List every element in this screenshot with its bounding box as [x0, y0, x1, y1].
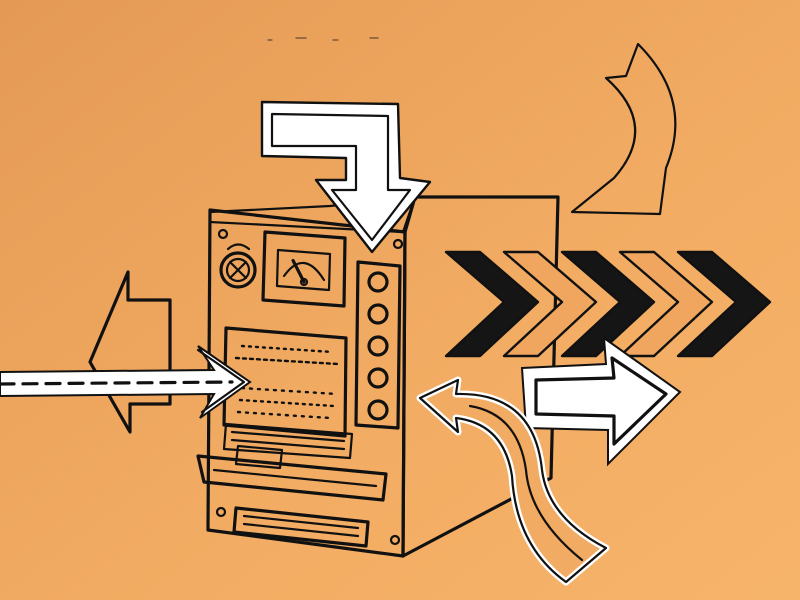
- dashed-arrow-icon: [0, 345, 252, 419]
- screw-icons: [215, 228, 404, 546]
- bottom-slot: [232, 506, 370, 548]
- display-dot-row: [234, 356, 340, 366]
- display-dot-row: [240, 344, 334, 354]
- machine-button-icon: [367, 367, 389, 389]
- bent-arrow-icon: [260, 100, 432, 254]
- machine-button-icon: [367, 303, 389, 325]
- curved-arrow-icon: [570, 42, 677, 216]
- machine-button-icon: [367, 271, 389, 293]
- chevron-icon: [676, 250, 772, 358]
- knob-icon: [219, 243, 257, 289]
- chevron-icon: [618, 250, 714, 358]
- machine-button-icon: [367, 399, 389, 421]
- display-dot-row: [238, 398, 336, 408]
- machine-front-face: [206, 208, 407, 558]
- button-column: [354, 260, 402, 430]
- crosshatch-arrow-icon: [520, 335, 682, 467]
- chevron-icon: [502, 250, 598, 358]
- tray-slot: [196, 422, 388, 502]
- machine-button-icon: [367, 335, 389, 357]
- display-dot-row: [236, 410, 332, 420]
- gauge-icon: [261, 230, 347, 308]
- chevron-arrow-icon: [444, 250, 772, 358]
- chevron-icon: [560, 250, 656, 358]
- display-dot-row: [240, 386, 338, 396]
- chevron-icon: [444, 250, 540, 358]
- top-sketch-marks: [267, 37, 379, 41]
- curved-up-arrow-icon: [416, 376, 610, 586]
